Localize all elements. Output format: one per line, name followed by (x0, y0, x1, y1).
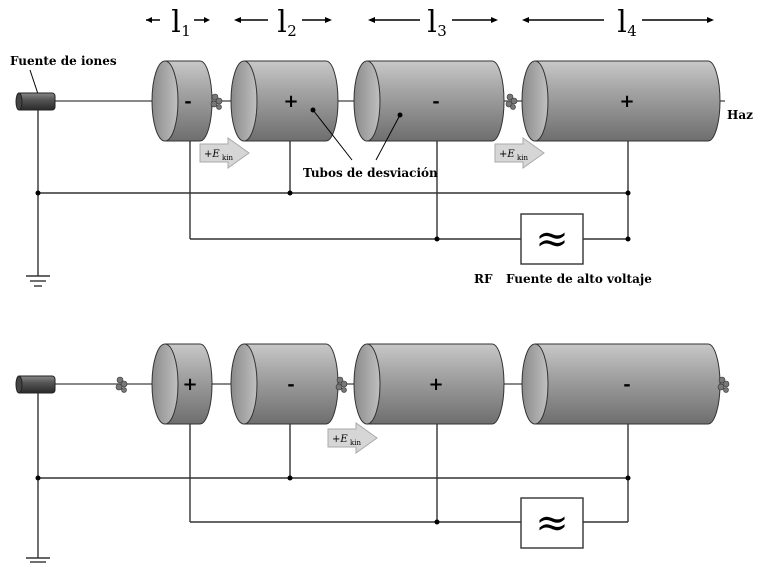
length-l3-label: l (427, 5, 437, 40)
tube-sign: - (432, 91, 439, 112)
ekin-sub: kin (350, 439, 361, 447)
wiring-top (37, 110, 629, 276)
ion-bunch (505, 93, 518, 110)
length-l4: l 4 (522, 5, 714, 40)
ekin-arrow: +E kin (199, 137, 250, 169)
ion-source-label: Fuente de iones (10, 54, 117, 68)
ac-symbol-icon: ≈ (535, 500, 569, 546)
length-l3: l 3 (368, 5, 498, 40)
length-l3-sub: 3 (437, 22, 447, 40)
drift-tube-1: - (151, 60, 213, 142)
drift-tube-1: + (151, 343, 213, 425)
drift-tubes-label: Tubos de desviación (303, 166, 438, 180)
length-l2-sub: 2 (287, 22, 297, 40)
ion-source-icon (15, 375, 56, 394)
ion-source-pointer (29, 69, 39, 95)
length-l1-sub: 1 (181, 22, 191, 40)
drift-tube-2: - (230, 343, 339, 425)
junction-dot (287, 475, 293, 481)
section-lengths: l 1 l 2 l 3 l 4 (146, 5, 714, 40)
ekin-sub: kin (517, 154, 528, 162)
tube-sign: + (619, 91, 634, 112)
drift-tube-4: - (521, 343, 721, 425)
length-l4-label: l (617, 5, 627, 40)
bottom-diagram: + - + - +E kin (15, 343, 730, 563)
junction-dot (625, 236, 631, 242)
ion-bunch (115, 376, 128, 393)
junction-dot (287, 190, 293, 196)
ac-source-bottom: ≈ (520, 497, 584, 549)
tube-sign: + (428, 374, 443, 395)
ion-bunch (210, 93, 223, 110)
beam-label: Haz (727, 108, 753, 122)
junction-dot (35, 190, 41, 196)
drift-tube-2: + (230, 60, 339, 142)
junction-dot (625, 190, 631, 196)
rf-label: RF (474, 272, 493, 286)
tube-sign: - (287, 374, 294, 395)
hv-source-label: Fuente de alto voltaje (506, 272, 652, 286)
ekin-label: +E (499, 149, 515, 160)
ground-icon (26, 275, 50, 287)
ac-source-top: ≈ (520, 213, 584, 265)
top-diagram: Fuente de iones (10, 54, 753, 287)
ekin-arrow: +E kin (327, 422, 378, 454)
length-l2-label: l (277, 5, 287, 40)
tube-sign: - (184, 91, 191, 112)
drift-tube-3: + (353, 343, 505, 425)
length-l1-label: l (171, 5, 181, 40)
tube-sign: + (283, 91, 298, 112)
pointer-dot (397, 112, 403, 118)
ground-icon (26, 557, 50, 563)
pointer-dot (310, 107, 316, 113)
length-l1: l 1 (146, 5, 210, 40)
junction-dot (434, 236, 440, 242)
junction-dot (35, 475, 41, 481)
ion-bunch (335, 376, 348, 393)
ion-source-icon (15, 92, 56, 111)
length-l2: l 2 (234, 5, 332, 40)
ekin-label: +E (332, 434, 348, 445)
length-l4-sub: 4 (627, 22, 637, 40)
ion-bunch (717, 376, 730, 393)
tube-sign: + (182, 374, 197, 395)
ac-symbol-icon: ≈ (535, 216, 569, 262)
ekin-label: +E (204, 149, 220, 160)
drift-tube-4: + (521, 60, 721, 142)
drift-tube-pointer (312, 109, 353, 161)
drift-tube-3: - (353, 60, 505, 142)
ekin-arrow: +E kin (494, 137, 545, 169)
ekin-sub: kin (222, 154, 233, 162)
junction-dot (625, 475, 631, 481)
drift-tube-pointer (375, 114, 401, 161)
junction-dot (434, 519, 440, 525)
tube-sign: - (623, 374, 630, 395)
